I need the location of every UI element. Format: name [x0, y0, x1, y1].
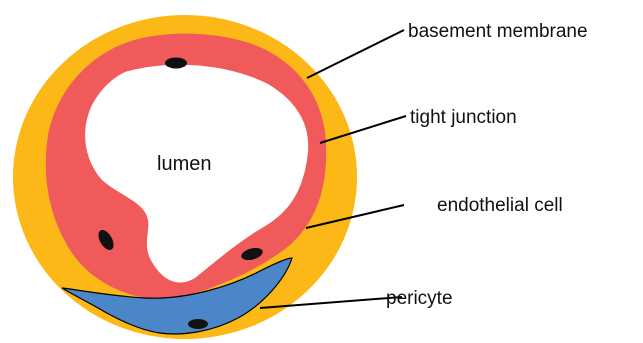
label-tight-junction: tight junction — [410, 107, 517, 128]
label-pericyte: pericyte — [386, 288, 453, 309]
endothelial-nucleus-top — [165, 58, 187, 69]
label-lumen: lumen — [157, 153, 211, 175]
label-basement-membrane: basement membrane — [408, 21, 588, 42]
pericyte-nucleus — [188, 319, 208, 329]
label-endothelial-cell: endothelial cell — [437, 195, 563, 216]
leader-basement-membrane — [307, 30, 404, 78]
